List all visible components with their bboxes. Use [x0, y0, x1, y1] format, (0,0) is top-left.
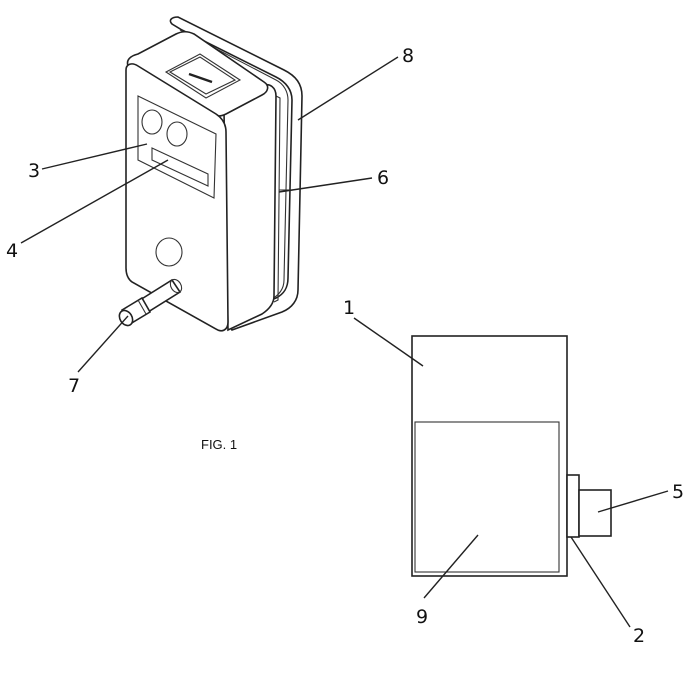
label-2: 2	[633, 625, 645, 647]
mount-plate	[566, 474, 580, 538]
indicator-right	[166, 121, 188, 147]
leader-lines	[20, 56, 669, 628]
housing-front	[125, 63, 229, 332]
label-1: 1	[343, 297, 355, 319]
seal-strip	[273, 95, 281, 303]
label-8: 8	[402, 45, 414, 67]
device-side-view	[411, 335, 612, 577]
label-5: 5	[672, 481, 684, 503]
indicator-left	[141, 109, 163, 135]
display-window	[151, 147, 209, 187]
top-slot	[164, 53, 242, 99]
label-4: 4	[6, 240, 18, 262]
device-flange	[169, 16, 303, 331]
label-6: 6	[377, 167, 389, 189]
figure-caption: FIG. 1	[201, 437, 237, 452]
label-3: 3	[28, 160, 40, 182]
front-panel	[137, 95, 217, 199]
label-9: 9	[416, 606, 428, 628]
housing-side	[223, 83, 277, 332]
device-perspective	[118, 16, 303, 332]
outer-housing	[411, 335, 568, 577]
front-opening	[155, 237, 183, 267]
inner-compartment	[414, 421, 560, 573]
connector-block	[578, 489, 612, 537]
label-7: 7	[68, 375, 80, 397]
